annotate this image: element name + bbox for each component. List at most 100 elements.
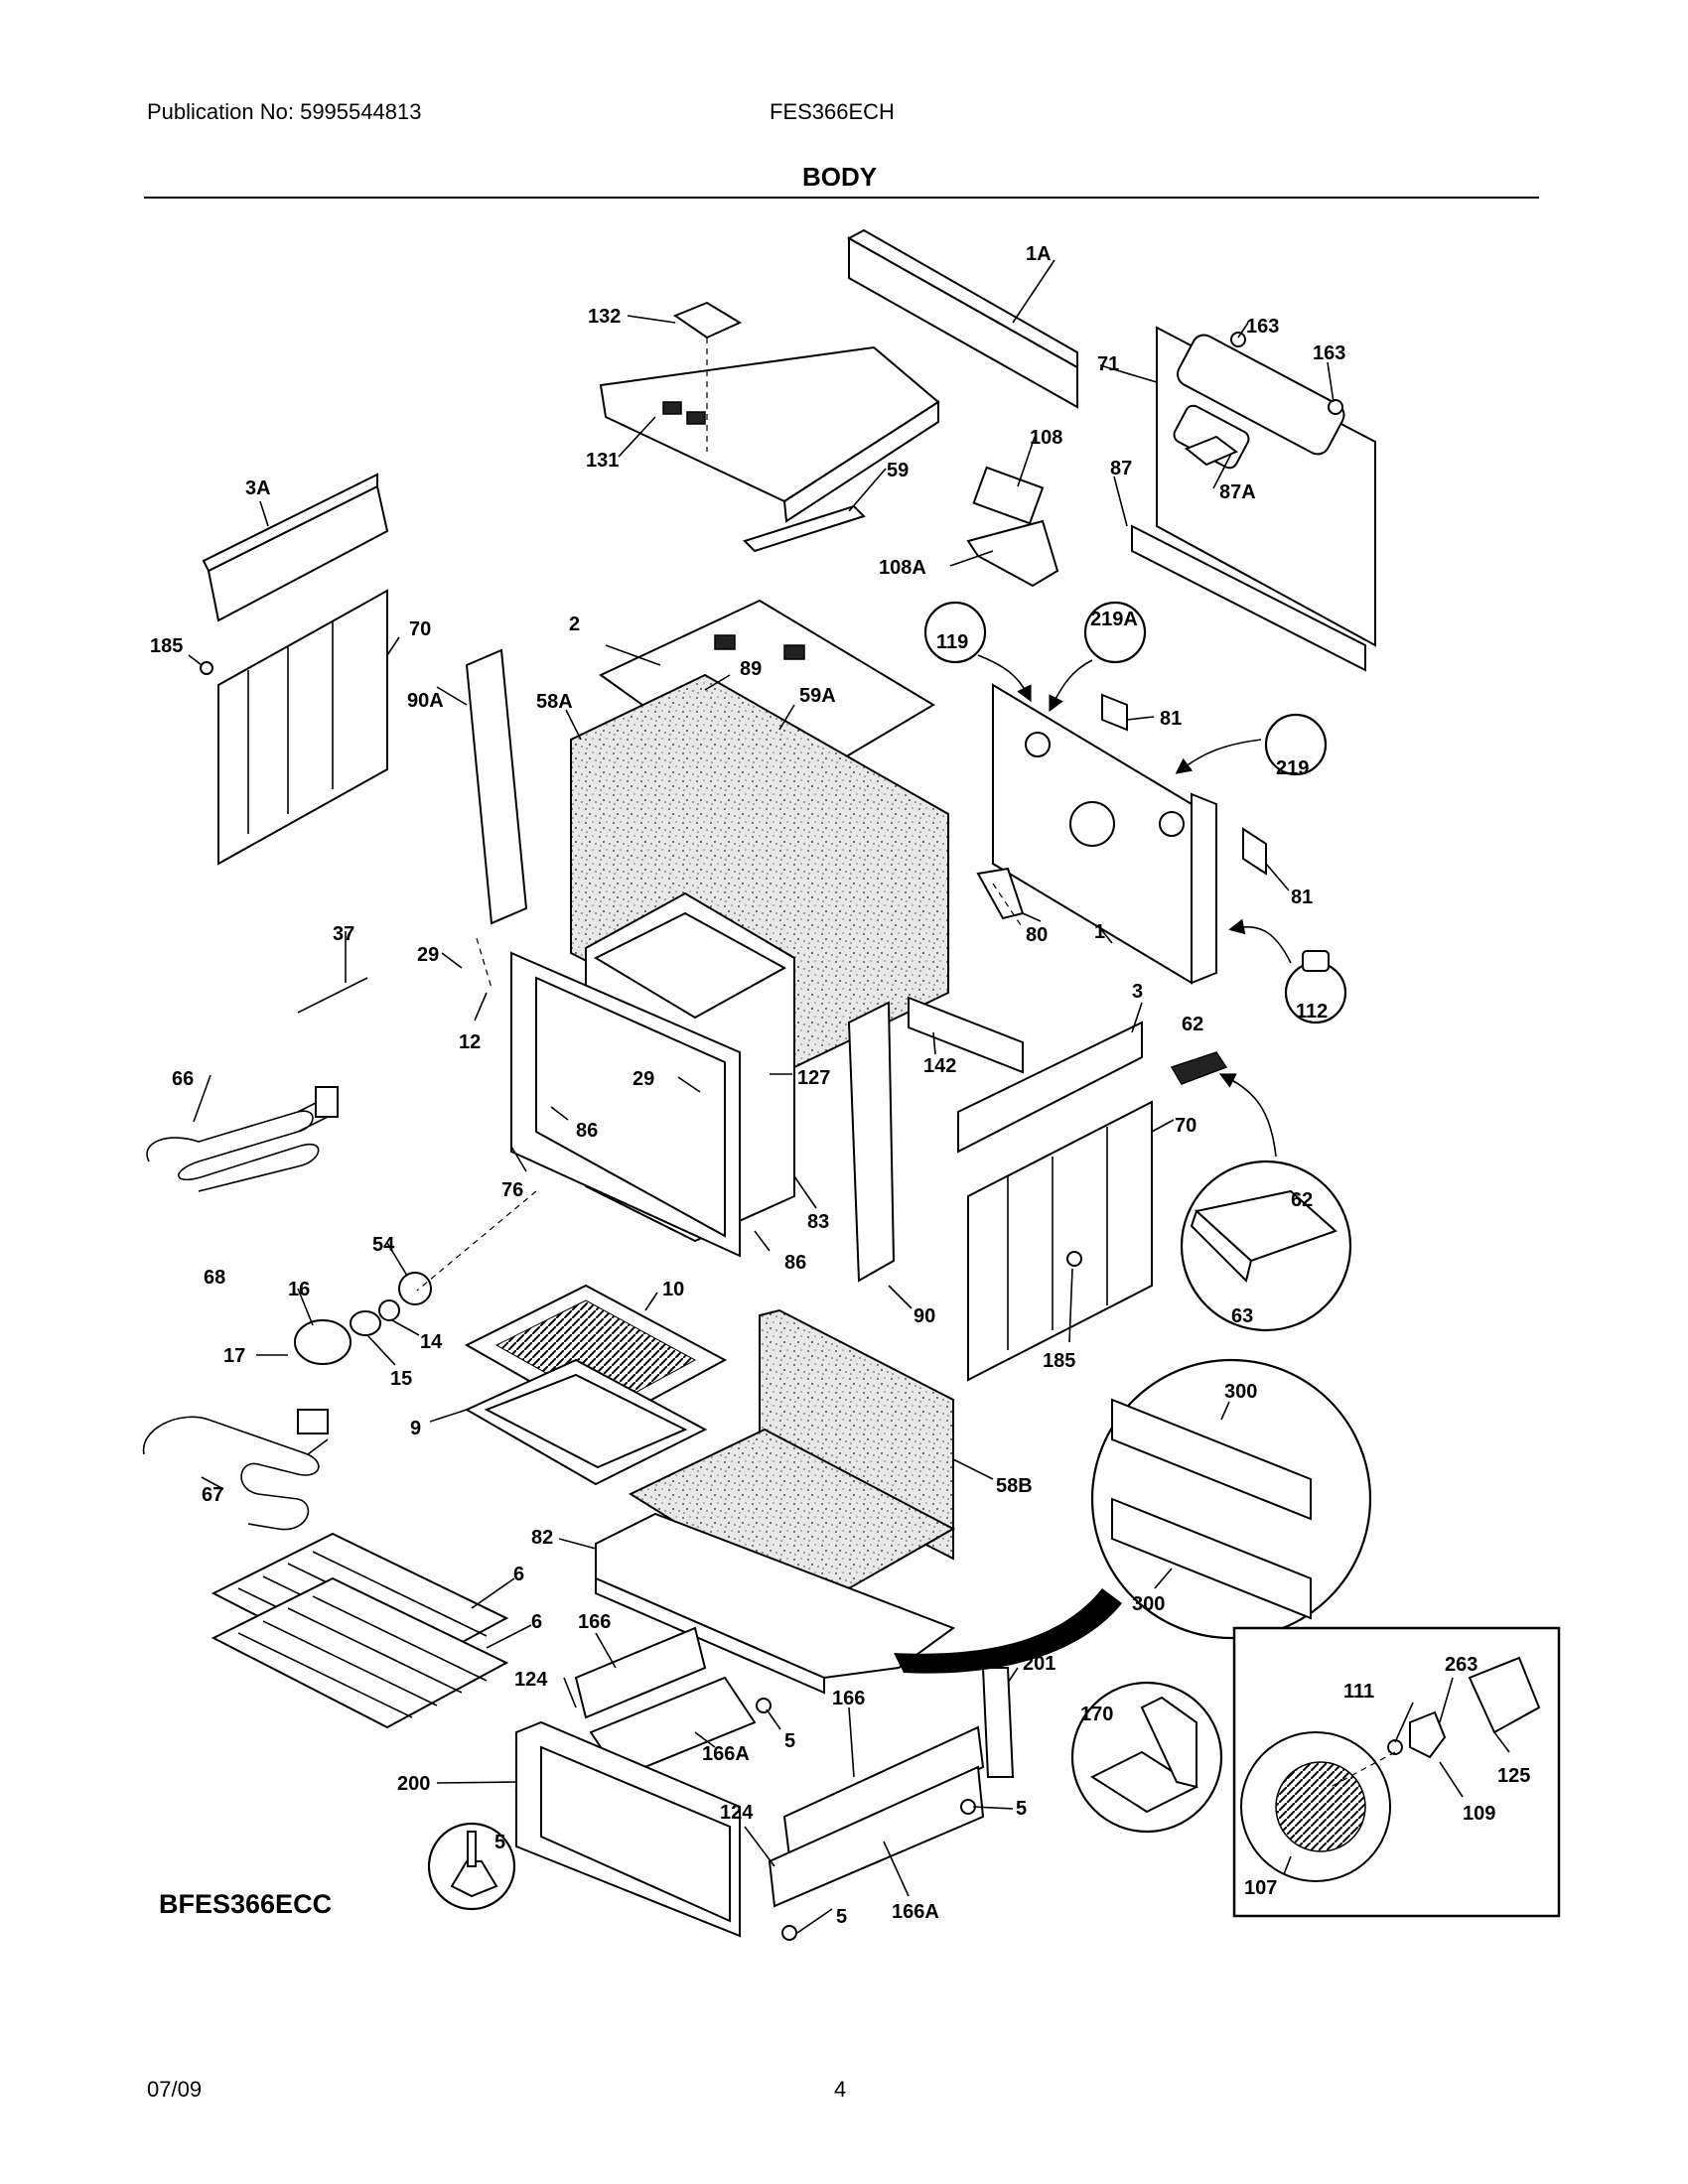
- terminal-block: [1170, 1051, 1228, 1085]
- detail-circle-219A: [1083, 601, 1147, 664]
- broil-element-bracket: [315, 1086, 339, 1118]
- callout-170: 170: [1080, 1704, 1113, 1725]
- callout-29-lower: 29: [633, 1068, 654, 1090]
- wire-37: [297, 977, 368, 1014]
- broil-element: [146, 1096, 329, 1192]
- callout-29-upper: 29: [417, 944, 439, 966]
- callout-1A: 1A: [1026, 243, 1052, 265]
- callout-132: 132: [588, 306, 621, 328]
- callout-166A-right: 166A: [892, 1901, 939, 1923]
- cover-plate: [672, 301, 743, 340]
- callout-3A: 3A: [245, 478, 271, 499]
- right-vent-strip: [847, 1001, 896, 1283]
- bake-element-bracket: [297, 1409, 329, 1434]
- callout-5-detail: 5: [494, 1832, 505, 1853]
- callout-109: 109: [1463, 1803, 1495, 1825]
- callout-81-upper: 81: [1160, 708, 1182, 730]
- callout-87A: 87A: [1219, 481, 1256, 503]
- convection-fan-detail: [1232, 1626, 1561, 1918]
- callout-70-left: 70: [409, 618, 431, 640]
- leader-lines: [188, 259, 1510, 1934]
- callout-185-left: 185: [150, 635, 183, 657]
- diagram-model-code: BFES366ECC: [159, 1889, 333, 1919]
- callout-5-c: 5: [836, 1906, 847, 1928]
- callout-90: 90: [914, 1305, 935, 1327]
- callout-142: 142: [923, 1055, 956, 1077]
- callout-163-b: 163: [1313, 342, 1345, 364]
- callout-185-right: 185: [1043, 1350, 1075, 1372]
- callout-80: 80: [1026, 924, 1048, 946]
- callout-71: 71: [1097, 353, 1119, 375]
- callout-300-bottom: 300: [1132, 1593, 1165, 1615]
- callout-112: 112: [1296, 1001, 1328, 1023]
- callout-58B: 58B: [996, 1475, 1033, 1497]
- callout-5-b: 5: [1016, 1798, 1027, 1820]
- callout-127: 127: [797, 1067, 830, 1089]
- callout-59A: 59A: [799, 685, 836, 707]
- lower-rail-right-166: [782, 1725, 985, 1858]
- oven-front-frame: [510, 951, 741, 1258]
- left-side-top-trim: [202, 473, 389, 622]
- callout-16: 16: [288, 1279, 310, 1300]
- callout-125: 125: [1497, 1765, 1530, 1787]
- callout-9: 9: [410, 1418, 421, 1439]
- callout-119: 119: [936, 631, 968, 653]
- callout-6-lower: 6: [531, 1611, 542, 1633]
- callout-14: 14: [420, 1331, 443, 1353]
- detail-circle-119: [923, 601, 987, 664]
- callout-58A: 58A: [536, 691, 573, 713]
- kick-panel: [515, 1720, 741, 1938]
- rear-bracket: [1131, 524, 1366, 672]
- lower-insulation: [628, 1308, 956, 1610]
- insulation-strip: [743, 504, 866, 553]
- callout-219: 219: [1276, 757, 1309, 779]
- callout-5-a: 5: [784, 1730, 795, 1752]
- callout-3: 3: [1132, 981, 1143, 1003]
- section-title: BODY: [802, 162, 878, 192]
- callout-166-right: 166: [832, 1688, 865, 1709]
- base-pan: [595, 1512, 956, 1695]
- callout-15: 15: [390, 1368, 412, 1390]
- detail-circle-219: [1264, 713, 1328, 776]
- publication-number: Publication No: 5995544813: [147, 99, 422, 124]
- top-heat-shield: [599, 345, 940, 523]
- callout-86-lower: 86: [784, 1252, 806, 1274]
- callout-300-top: 300: [1224, 1381, 1257, 1403]
- callout-108A: 108A: [879, 557, 926, 579]
- leveling-leg-2: [960, 1799, 976, 1815]
- callout-37: 37: [333, 923, 354, 945]
- bake-element: [142, 1416, 329, 1531]
- callout-62-top: 62: [1182, 1014, 1203, 1035]
- callout-200: 200: [397, 1773, 430, 1795]
- header-divider: [144, 197, 1539, 199]
- callout-86-upper: 86: [576, 1120, 598, 1142]
- callout-70-right: 70: [1175, 1115, 1196, 1137]
- callout-1: 1: [1094, 921, 1105, 943]
- clip-81-lower: [1242, 827, 1267, 876]
- callout-labels: 1A 132 131 59 108 108A 163 163 71 87 87A…: [150, 243, 1530, 1928]
- callout-68: 68: [204, 1267, 225, 1289]
- page-number: 4: [834, 2077, 847, 2102]
- callout-54: 54: [372, 1234, 395, 1256]
- callout-108: 108: [1030, 427, 1062, 449]
- callout-12: 12: [459, 1031, 481, 1053]
- rear-panel: [1156, 326, 1376, 647]
- callout-124-left: 124: [514, 1669, 548, 1691]
- clip-81-upper: [1101, 693, 1128, 732]
- callout-124-right: 124: [720, 1802, 754, 1824]
- callout-10: 10: [662, 1279, 684, 1300]
- bracket-201: [981, 1667, 1015, 1778]
- model-number: FES366ECH: [770, 99, 895, 124]
- leveling-leg-detail: [427, 1822, 516, 1911]
- detail-circle-112: [1284, 950, 1347, 1024]
- front-lower-trim: [957, 1021, 1143, 1154]
- detail-circle-300: [1090, 1358, 1372, 1640]
- top-rear-rail: [846, 228, 1078, 409]
- callout-219A: 219A: [1090, 609, 1138, 630]
- callout-89: 89: [740, 658, 762, 680]
- left-vent-strip: [465, 648, 528, 925]
- callout-87: 87: [1110, 458, 1132, 479]
- callout-111: 111: [1343, 1681, 1374, 1703]
- callout-76: 76: [501, 1179, 523, 1201]
- callout-62-detail: 62: [1291, 1189, 1313, 1211]
